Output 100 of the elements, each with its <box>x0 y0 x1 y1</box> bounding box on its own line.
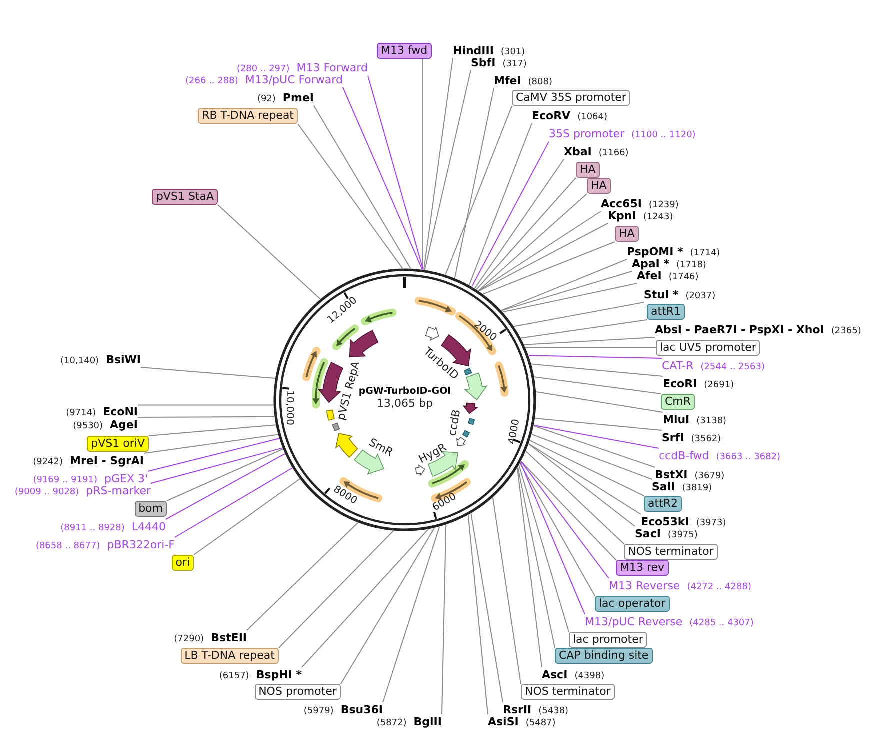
restriction-site-label: (5872) BglII <box>376 714 442 730</box>
leader-line <box>442 524 447 715</box>
restriction-site-label: SalI (3819) <box>652 480 712 494</box>
feature-label: RB T-DNA repeat <box>198 108 298 124</box>
restriction-site-label: EcoRI (2691) <box>663 376 734 392</box>
leader-line <box>278 530 394 648</box>
restriction-site-label: StuI * (2037) <box>644 288 716 302</box>
feature-label: bom <box>134 501 167 517</box>
feature-label: HA <box>576 162 600 178</box>
feature-label: ori <box>172 555 194 571</box>
restriction-site-label: (9242) MreI - SgrAI <box>33 454 144 468</box>
plasmid-length: 13,065 bp <box>377 398 433 410</box>
leader-line <box>478 223 608 292</box>
restriction-site-label: (5979) Bsu36I <box>304 702 383 718</box>
leader-line <box>382 526 440 703</box>
restriction-site-label: (9714) EcoNI <box>66 404 138 420</box>
restriction-site-label: MfeI (808) <box>494 73 552 88</box>
feature-label: LB T-DNA repeat <box>180 648 279 664</box>
leader-line <box>534 376 662 394</box>
plasmid-name: pGW-TurboID-GOI <box>358 386 452 398</box>
feature-label: attR2 <box>644 496 682 512</box>
leader-line <box>476 178 576 290</box>
feature-label: CaMV 35S promoter <box>512 90 630 106</box>
leader-line <box>454 88 494 279</box>
leader-line <box>423 58 454 270</box>
restriction-site-label: SacI (3975) <box>635 526 698 542</box>
leader-line <box>148 438 280 472</box>
leader-line <box>526 450 624 544</box>
leader-line <box>368 75 424 270</box>
feature-label: lac operator <box>595 596 670 612</box>
leader-line <box>482 242 616 295</box>
leader-line <box>445 106 512 276</box>
leader-line <box>174 468 294 538</box>
leader-line <box>501 271 632 312</box>
leader-line <box>471 141 550 288</box>
leader-line <box>468 514 488 715</box>
leader-line <box>528 443 642 515</box>
leader-line <box>298 124 404 270</box>
restriction-site-label: (10,140) BsiWI <box>60 352 141 368</box>
restriction-site-label: BstXI (3679) <box>655 468 725 482</box>
leader-line <box>166 453 286 520</box>
leader-line <box>531 434 652 480</box>
feature-name: ccdB <box>446 408 464 438</box>
feature-label: HA <box>615 226 639 242</box>
leader-line <box>340 528 436 684</box>
restriction-site-label: SrfI (3562) <box>662 430 722 446</box>
leader-line <box>150 448 284 484</box>
feature-label: M13 rev <box>616 560 669 576</box>
leader-line <box>474 159 564 290</box>
leader-line <box>501 259 628 312</box>
leader-line <box>517 466 556 648</box>
primer-label: (9169 .. 9191) pGEX 3' <box>33 472 148 486</box>
leader-line <box>520 461 616 560</box>
leader-line <box>422 58 424 270</box>
leader-line <box>520 462 586 615</box>
leader-line <box>536 391 664 413</box>
leader-line <box>534 425 660 449</box>
leader-line <box>524 337 656 346</box>
restriction-site-label: AbsI - PaeR7I - PspXI - XhoI (2365) <box>655 322 862 338</box>
restriction-site-label: KpnI (1243) <box>608 208 674 224</box>
leader-line <box>478 194 588 292</box>
leader-line <box>492 497 522 684</box>
leader-line <box>144 434 279 454</box>
restriction-site-label: AsiSI (5487) <box>488 714 556 730</box>
feature-label: NOS terminator <box>521 684 615 700</box>
restriction-site-label: AfeI (1746) <box>637 268 699 284</box>
leader-line <box>516 468 542 668</box>
feature-label: pVS1 StaA <box>152 189 218 205</box>
tick-label: 6000 <box>430 491 460 515</box>
leader-line <box>314 105 412 270</box>
leader-line <box>138 404 274 406</box>
feature-label: lac promoter <box>569 632 648 648</box>
feature-label: CmR <box>661 394 696 410</box>
leader-line <box>520 462 596 596</box>
primer-label: (8658 .. 8677) pBR322ori-F <box>36 538 175 552</box>
restriction-site-label: XbaI (1166) <box>564 144 629 160</box>
primer-label: ccdB-fwd (3663 .. 3682) <box>659 448 781 464</box>
leader-line <box>514 302 644 328</box>
leader-line <box>533 426 656 468</box>
leader-line <box>502 283 638 313</box>
leader-line <box>520 461 610 579</box>
restriction-site-label: (6157) BspHI * <box>219 668 302 682</box>
leader-line <box>166 448 284 502</box>
leader-line <box>528 444 636 527</box>
leader-line <box>148 424 276 436</box>
primer-label: 35S promoter (1100 .. 1120) <box>549 126 696 142</box>
restriction-site-label: PspOMI * (1714) <box>627 244 720 260</box>
feature-label: NOS promoter <box>254 684 341 700</box>
restriction-site-label: (9530) AgeI <box>73 418 138 432</box>
tick-label: 4000 <box>506 418 524 446</box>
primer-label: M13 Reverse (4272 .. 4288) <box>609 578 752 594</box>
tick-label: 10,000 <box>283 390 295 426</box>
leader-line <box>302 528 429 668</box>
feature-label: CAP binding site <box>555 648 653 664</box>
primer-label: M13/pUC Reverse (4285 .. 4307) <box>585 614 754 630</box>
feature-label: attR1 <box>647 304 686 320</box>
feature-label: M13 fwd <box>377 42 432 58</box>
leader-line <box>424 70 472 270</box>
primer-label: (9009 .. 9028) pRS-marker <box>14 484 151 498</box>
leader-line <box>518 464 570 632</box>
